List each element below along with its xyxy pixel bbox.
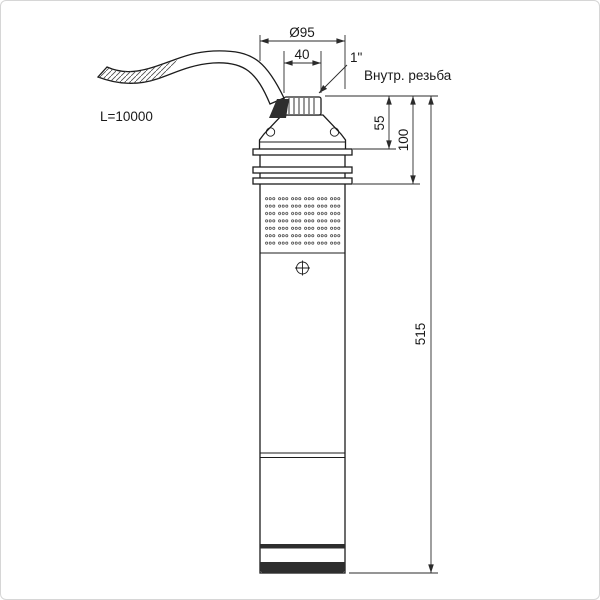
dim-100-label: 100 (396, 129, 411, 152)
thread-nipple (283, 96, 322, 116)
body-seam-lines (260, 452, 345, 458)
cable-group (96, 50, 285, 105)
cable-gland-boot (269, 99, 289, 118)
dimensions-group: Ø95 40 1" Внутр. резьба 55 100 515 L=100… (100, 25, 452, 574)
cable-length-label: L=10000 (100, 109, 153, 124)
clamp-ring-upper (252, 166, 353, 174)
bolt-left (265, 127, 276, 137)
thread-knurling (288, 98, 315, 114)
perforated-screen (264, 194, 342, 246)
dim-diameter-label: Ø95 (289, 25, 315, 40)
screw-cross (295, 260, 310, 276)
cable-hatching (98, 60, 177, 84)
head-flange (252, 148, 353, 156)
pump-group (252, 96, 353, 574)
dim-55-label: 55 (372, 115, 387, 130)
bolt-right (329, 127, 340, 137)
thread-note-label: Внутр. резьба (364, 68, 452, 83)
screw-symbol (295, 260, 310, 276)
thread-size-label: 1" (350, 50, 363, 65)
pump-head (258, 114, 347, 152)
dim-515-label: 515 (413, 323, 428, 346)
dim-thread-width-label: 40 (294, 47, 309, 62)
thread-leader-line (318, 64, 348, 94)
clamp-ring-lower (252, 177, 353, 185)
bottom-cap (260, 562, 345, 573)
lower-dark-band (260, 544, 345, 549)
